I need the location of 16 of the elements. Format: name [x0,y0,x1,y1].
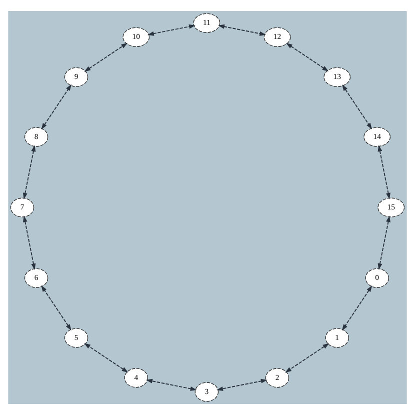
arrow [342,285,372,331]
arrow [286,42,329,72]
arrow [22,216,36,270]
arrow [84,42,128,72]
arrow [22,145,36,200]
arrow [216,378,268,391]
arrow [41,285,72,331]
arrow [147,24,196,36]
arrow [41,84,72,130]
arrow [342,84,372,130]
arrow [146,378,197,391]
arrow [218,24,266,36]
arrow [378,216,390,270]
arrow [84,343,128,373]
arrow [378,145,390,200]
arrow [285,343,330,373]
